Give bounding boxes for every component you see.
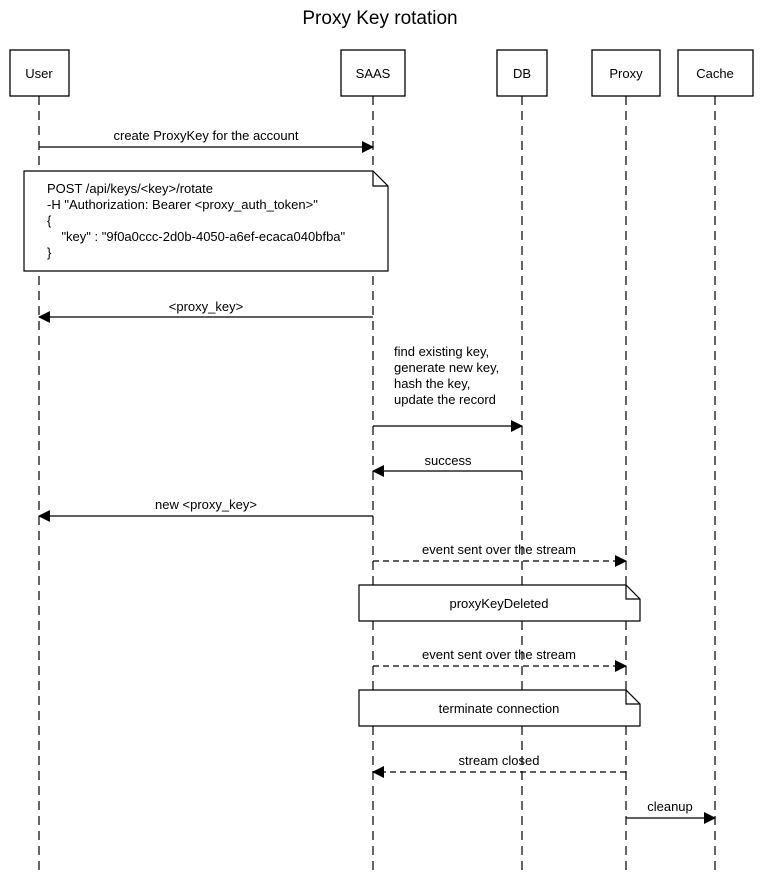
diagram-title: Proxy Key rotation — [302, 8, 457, 29]
note-text: terminate connection — [439, 701, 560, 716]
message-cleanup: cleanup — [626, 799, 716, 824]
message-label-line: update the record — [394, 392, 496, 407]
message-find-existing-key: find existing key, generate new key, has… — [373, 344, 523, 432]
note-line: -H "Authorization: Bearer <proxy_auth_to… — [47, 197, 318, 212]
note-line: POST /api/keys/<key>/rotate — [47, 181, 213, 196]
participant-db: DB — [496, 49, 548, 97]
message-label: <proxy_key> — [169, 299, 243, 314]
message-label: new <proxy_key> — [155, 497, 257, 512]
note-line: { — [47, 213, 52, 228]
participant-saas-label: SAAS — [356, 66, 391, 81]
participant-proxy: Proxy — [591, 49, 661, 97]
message-label: create ProxyKey for the account — [114, 128, 299, 143]
message-label: stream closed — [459, 753, 540, 768]
message-success: success — [372, 453, 522, 477]
lifelines — [38, 96, 716, 873]
note-text: proxyKeyDeleted — [450, 596, 549, 611]
participant-db-label: DB — [513, 66, 531, 81]
message-proxy-key: <proxy_key> — [38, 299, 373, 323]
message-label: cleanup — [647, 799, 693, 814]
participant-proxy-label: Proxy — [609, 66, 643, 81]
note-line: "key" : "9f0a0ccc-2d0b-4050-a6ef-ecaca04… — [47, 229, 346, 244]
note-proxy-key-deleted: proxyKeyDeleted — [358, 584, 641, 622]
participant-user: User — [9, 49, 70, 97]
message-label-line: find existing key, — [394, 344, 489, 359]
participant-cache: Cache — [677, 49, 754, 97]
message-label: success — [425, 453, 472, 468]
participant-user-label: User — [25, 66, 53, 81]
message-new-proxy-key: new <proxy_key> — [38, 497, 373, 522]
note-terminate-connection: terminate connection — [358, 689, 641, 727]
message-label: event sent over the stream — [422, 647, 576, 662]
message-label-line: hash the key, — [394, 376, 470, 391]
note-line: } — [47, 245, 52, 260]
participant-saas: SAAS — [340, 49, 406, 97]
message-label: event sent over the stream — [422, 542, 576, 557]
message-label-line: generate new key, — [394, 360, 499, 375]
participant-cache-label: Cache — [696, 66, 734, 81]
message-event-stream-2: event sent over the stream — [373, 647, 627, 672]
message-create-proxykey: create ProxyKey for the account — [39, 128, 374, 153]
note-post-request: POST /api/keys/<key>/rotate -H "Authoriz… — [23, 170, 389, 272]
message-stream-closed: stream closed — [372, 753, 626, 778]
message-event-stream-1: event sent over the stream — [373, 542, 627, 567]
